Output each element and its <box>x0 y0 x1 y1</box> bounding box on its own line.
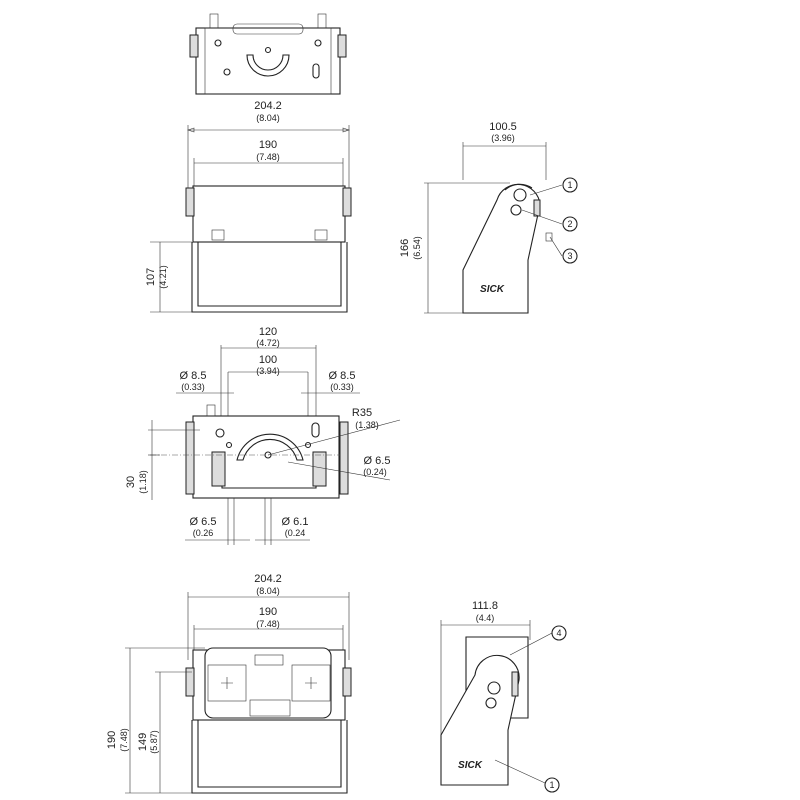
side-width-mm: 100.5 <box>489 121 517 133</box>
hole-pattern-view <box>148 345 401 545</box>
front-height-mm: 190 <box>106 731 118 749</box>
center-hole-in: (0.24) <box>363 467 387 477</box>
bottom-left-mm: Ø 6.5 <box>190 516 217 528</box>
bottom-left-in: (0.26 <box>193 528 214 538</box>
callout-1: 1 <box>567 180 572 190</box>
outer-spacing-mm: 120 <box>259 326 277 338</box>
inner-spacing-in: (3.94) <box>256 366 280 376</box>
hole-left-in: (0.33) <box>181 382 205 392</box>
front-view-with-scanner <box>125 592 352 794</box>
top-inner-mm: 190 <box>259 139 277 151</box>
callout-1-bottom: 1 <box>549 780 554 790</box>
top-view <box>189 13 347 95</box>
side-height-in: (6.54) <box>412 236 422 260</box>
front-view-bracket <box>150 125 352 313</box>
callout-2: 2 <box>567 219 572 229</box>
side-height-mm: 166 <box>399 239 411 257</box>
front-height2-mm: 149 <box>137 733 149 751</box>
side2-width-in: (4.4) <box>476 613 495 623</box>
hole-right-mm: Ø 8.5 <box>329 370 356 382</box>
bottom-right-mm: Ø 6.1 <box>282 516 309 528</box>
top-height-in: (4.21) <box>158 265 168 289</box>
side2-width-mm: 111.8 <box>472 600 498 612</box>
side-view-with-scanner <box>440 620 567 793</box>
sick-logo: SICK <box>480 284 505 295</box>
center-hole-mm: Ø 6.5 <box>364 455 391 467</box>
bottom-right-in: (0.24 <box>285 528 306 538</box>
front-inner-in: (7.48) <box>256 619 280 629</box>
front-width-mm: 204.2 <box>254 573 282 585</box>
callout-4: 4 <box>556 628 561 638</box>
callout-3: 3 <box>567 251 572 261</box>
side-width-in: (3.96) <box>491 133 515 143</box>
top-width-mm: 204.2 <box>254 100 282 112</box>
hole-height-mm: 30 <box>125 476 137 488</box>
inner-spacing-mm: 100 <box>259 354 277 366</box>
radius-mm: R35 <box>352 407 372 419</box>
front-width-in: (8.04) <box>256 586 280 596</box>
front-height2-in: (5.87) <box>149 730 159 754</box>
hole-right-in: (0.33) <box>330 382 354 392</box>
front-inner-mm: 190 <box>259 606 277 618</box>
top-height-mm: 107 <box>145 268 157 286</box>
sick-logo-2: SICK <box>458 760 483 771</box>
radius-in: (1.38) <box>355 420 379 430</box>
side-view-bracket <box>424 142 578 314</box>
hole-left-mm: Ø 8.5 <box>180 370 207 382</box>
front-height-in: (7.48) <box>119 728 129 752</box>
outer-spacing-in: (4.72) <box>256 338 280 348</box>
top-width-in: (8.04) <box>256 113 280 123</box>
hole-height-in: (1.18) <box>138 470 148 494</box>
top-inner-in: (7.48) <box>256 152 280 162</box>
